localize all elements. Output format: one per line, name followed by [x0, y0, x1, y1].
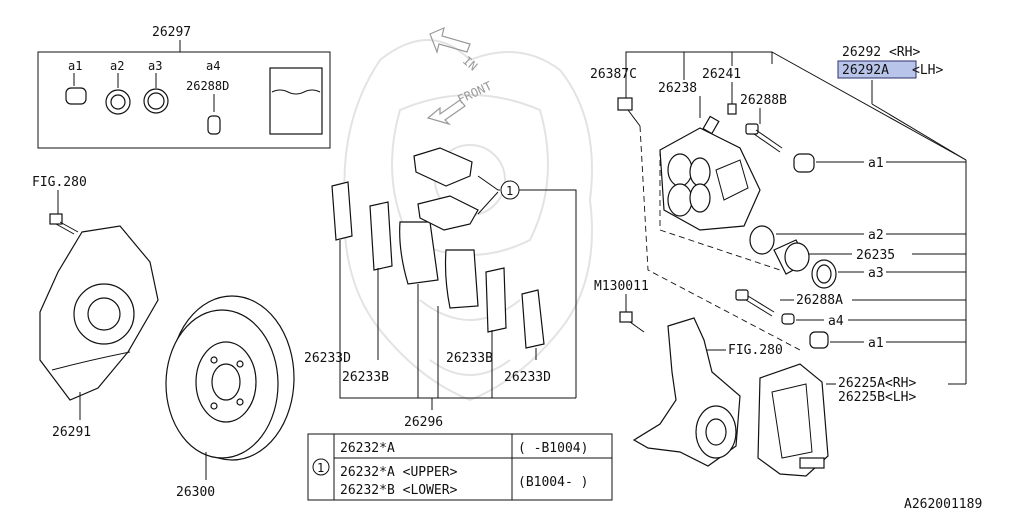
- grease-pack-icon: [269, 67, 323, 135]
- pad-left-icon: [399, 221, 439, 285]
- pad-table-row2-upper: 26232*A <UPPER>: [340, 465, 458, 480]
- callout-26241: 26241: [702, 67, 741, 82]
- callout-m130011: M130011: [594, 279, 649, 294]
- callout-26233B-right: 26233B: [446, 351, 493, 366]
- shim-inner-right-icon: [485, 267, 507, 333]
- pad-right-icon: [444, 249, 479, 309]
- callout-a4: a4: [828, 314, 844, 329]
- pad-clip-bottom-icon: [417, 195, 479, 231]
- callout-26291: 26291: [52, 425, 91, 440]
- bolt-m130011-icon: [619, 311, 645, 333]
- callout-26387C: 26387C: [590, 67, 637, 82]
- front-label: FRONT: [455, 79, 494, 107]
- boot-a1-top-icon: [793, 153, 815, 173]
- callout-26225A: 26225A<RH>: [838, 376, 916, 391]
- diagram-id: A262001189: [904, 497, 982, 512]
- callout-26233D-left: 26233D: [304, 351, 351, 366]
- shim-outer-left-icon: [331, 181, 353, 241]
- pad-shim-group: [331, 147, 545, 349]
- caliper-bracket-icon: [757, 363, 829, 477]
- pad-table-row2-lower: 26232*B <LOWER>: [340, 483, 458, 498]
- callout-26292-rh: 26292 <RH>: [842, 45, 920, 60]
- callout-a1-bottom: a1: [868, 336, 884, 351]
- callout-a2: a2: [868, 228, 884, 243]
- pin-sleeve-icon: [207, 115, 221, 135]
- pad-table-row2-range: (B1004- ): [518, 475, 588, 490]
- seal-a2-icon: [749, 225, 775, 255]
- sleeve-a4-icon: [781, 313, 795, 325]
- pad-table-circle: [312, 458, 330, 476]
- bleeder-26238-icon: [702, 115, 720, 135]
- callout-26225B: 26225B<LH>: [838, 390, 916, 405]
- pad-table: 1 26232*A ( -B1004) 26232*A <UPPER> 2623…: [307, 433, 613, 501]
- kit-26297-group: 26297 a1 a2 a3 a4 26288D: [37, 25, 331, 149]
- kit-part-number: 26297: [152, 25, 191, 40]
- boot-a1-bottom-icon: [809, 331, 829, 349]
- dust-ring-a3-icon: [811, 259, 837, 289]
- shim-outer-right-icon: [521, 289, 545, 349]
- pad-table-row1-range: ( -B1004): [518, 441, 588, 456]
- boot-part-icon: [65, 87, 87, 105]
- callout-26235: 26235: [856, 248, 895, 263]
- callout-26233D-right: 26233D: [504, 370, 551, 385]
- callout-26292A-side: <LH>: [912, 63, 943, 78]
- front-arrow-icon: [426, 99, 466, 126]
- pad-clip-top-icon: [413, 147, 473, 187]
- in-arrow-icon: [429, 26, 471, 54]
- callout-fig280-right: FIG.280: [728, 343, 783, 358]
- callout-26300: 26300: [176, 485, 215, 500]
- piston-26235-icon: [773, 239, 810, 275]
- callout-26233B-left: 26233B: [342, 370, 389, 385]
- callout-26292A: 26292A: [842, 63, 889, 78]
- callout-fig280-left: FIG.280: [32, 175, 87, 190]
- callout-26288A: 26288A: [796, 293, 843, 308]
- pad-table-row1-part: 26232*A: [340, 441, 395, 456]
- kit-item-a4: a4: [206, 59, 220, 73]
- kit-box: [37, 51, 331, 149]
- callout-26238: 26238: [658, 81, 697, 96]
- pad-table-circle-label: 1: [317, 461, 324, 475]
- callout-26296: 26296: [404, 415, 443, 430]
- kit-item-a1: a1: [68, 59, 82, 73]
- kit-item-a2: a2: [110, 59, 124, 73]
- callout-circle-1-label: 1: [506, 184, 513, 198]
- caliper-body-icon: [659, 127, 761, 231]
- callout-26288B: 26288B: [740, 93, 787, 108]
- bolt-icon: [49, 213, 79, 235]
- callout-a1-top: a1: [868, 156, 884, 171]
- highlight-26292A: [837, 60, 917, 79]
- knuckle-icon: [632, 317, 741, 467]
- cap-26241-icon: [727, 103, 737, 115]
- backing-plate-icon: [39, 225, 159, 401]
- pin-26288A-icon: [735, 289, 775, 317]
- kit-item-26288D: 26288D: [186, 79, 229, 93]
- shim-inner-left-icon: [369, 201, 393, 271]
- kit-item-a3: a3: [148, 59, 162, 73]
- pin-26288B-icon: [745, 123, 783, 153]
- callout-a3: a3: [868, 266, 884, 281]
- disc-rotor-icon: [165, 295, 295, 461]
- bolt-26387C-icon: [617, 97, 641, 127]
